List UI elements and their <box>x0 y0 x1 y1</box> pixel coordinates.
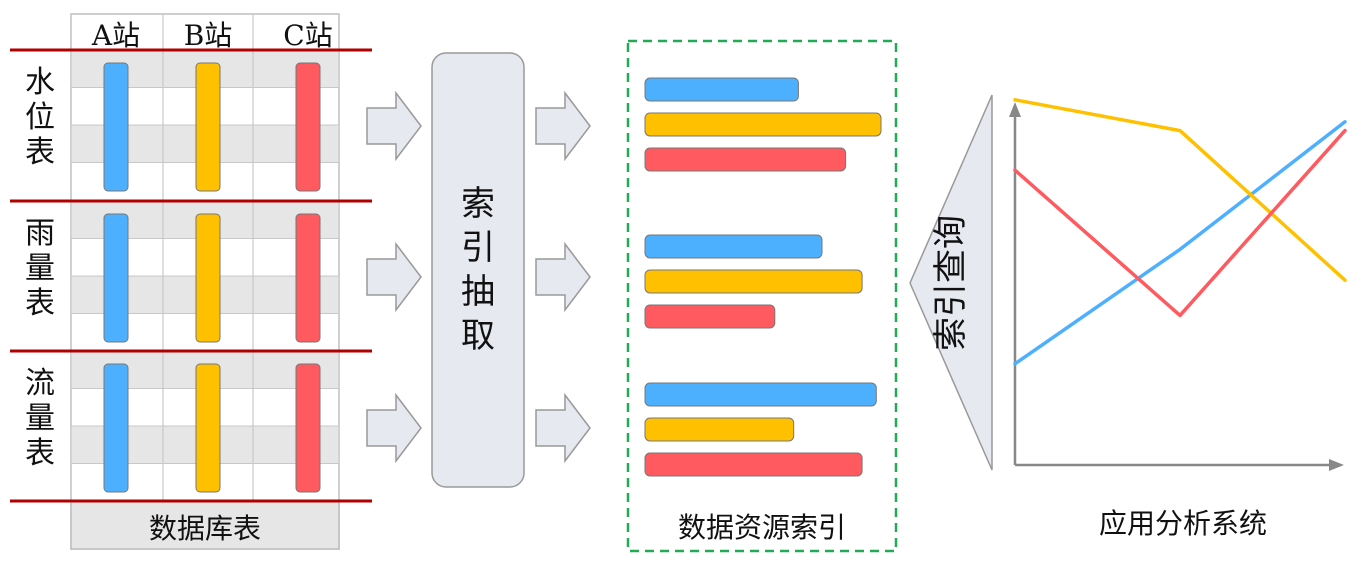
x-axis-arrow <box>1329 459 1344 471</box>
y-axis-arrow <box>1009 102 1021 117</box>
db-bar-3-3 <box>295 363 321 493</box>
column-header-3: C站 <box>283 19 332 52</box>
app-series-line-1 <box>1013 120 1347 366</box>
db-bar-3-1 <box>103 363 129 493</box>
app-series-line-2 <box>1013 98 1347 282</box>
arrow-mid-1 <box>535 90 591 162</box>
index-bar-1-3 <box>644 147 847 172</box>
app-series-lines <box>1013 98 1347 366</box>
db-bar-2-3 <box>295 213 321 343</box>
db-bar-1-1 <box>103 62 129 192</box>
db-bar-2-2 <box>195 213 221 343</box>
column-header-2: B站 <box>184 19 233 52</box>
index-bar-3-2 <box>644 417 795 442</box>
row-label-char: 水 <box>25 65 55 100</box>
arrows-to-index <box>535 90 591 464</box>
row-label-char: 表 <box>25 286 55 321</box>
row-label-char: 量 <box>25 401 55 436</box>
extract-label-char: 索 <box>461 184 495 224</box>
arrow-left-1 <box>366 90 422 162</box>
arrow-mid-2 <box>535 241 591 313</box>
index-bar-2-2 <box>644 269 863 294</box>
arrows-to-extract <box>366 90 422 464</box>
index-bar-2-3 <box>644 304 776 329</box>
table-dividers <box>10 48 372 503</box>
table-column-headers: A站 B站 C站 <box>91 19 333 52</box>
app-caption: 应用分析系统 <box>1099 507 1267 540</box>
index-resource-panel: 数据资源索引 <box>626 39 898 553</box>
arrow-left-3 <box>366 392 422 464</box>
db-bar-1-2 <box>195 62 221 192</box>
row-label-char: 雨 <box>25 216 55 251</box>
index-bar-3-3 <box>644 452 863 477</box>
row-label-char: 位 <box>25 100 55 135</box>
app-analysis-chart: 应用分析系统 <box>1009 98 1347 540</box>
db-bar-3-2 <box>195 363 221 493</box>
index-bar-1-1 <box>644 77 799 102</box>
db-bar-1-3 <box>295 62 321 192</box>
extract-label-char: 取 <box>461 316 495 356</box>
index-bars <box>644 77 882 477</box>
index-caption: 数据资源索引 <box>678 511 846 544</box>
arrow-left-2 <box>366 241 422 313</box>
db-bar-2-1 <box>103 213 129 343</box>
row-label-char: 表 <box>25 436 55 471</box>
extract-label-char: 抽 <box>461 272 495 312</box>
index-query: 索引查询 <box>909 94 993 471</box>
extract-label-char: 引 <box>461 228 495 268</box>
row-label-char: 表 <box>25 135 55 170</box>
query-label: 索引查询 <box>931 215 971 351</box>
arrow-mid-3 <box>535 392 591 464</box>
row-label-char: 量 <box>25 251 55 286</box>
column-header-1: A站 <box>91 19 140 52</box>
index-bar-2-1 <box>644 234 823 259</box>
index-bar-3-1 <box>644 382 877 407</box>
row-label-char: 流 <box>25 366 55 401</box>
index-bar-1-2 <box>644 112 882 137</box>
app-series-line-3 <box>1013 128 1347 318</box>
table-column-bars <box>103 62 321 493</box>
extract-box <box>431 52 525 488</box>
query-triangle <box>909 94 993 471</box>
table-footer-label: 数据库表 <box>149 512 261 545</box>
